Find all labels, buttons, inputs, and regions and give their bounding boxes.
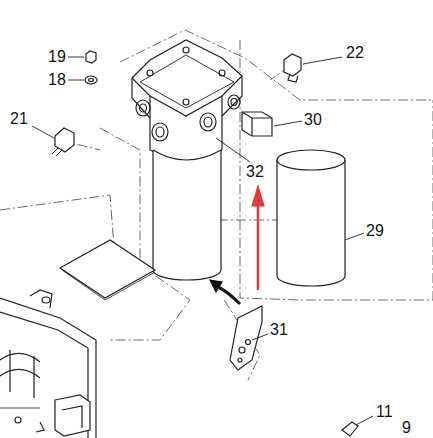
callout-number: 11 [376,404,393,420]
callout-number: 32 [246,164,264,180]
callout-number: 21 [10,111,28,127]
callout-number: 29 [366,223,384,239]
callout-number: 19 [48,49,66,65]
callout-number: 22 [346,45,364,61]
callout-number: 30 [304,112,322,128]
callout-number: 31 [270,322,288,338]
callout-number: 18 [48,72,66,88]
callout-number: 9 [402,420,411,436]
